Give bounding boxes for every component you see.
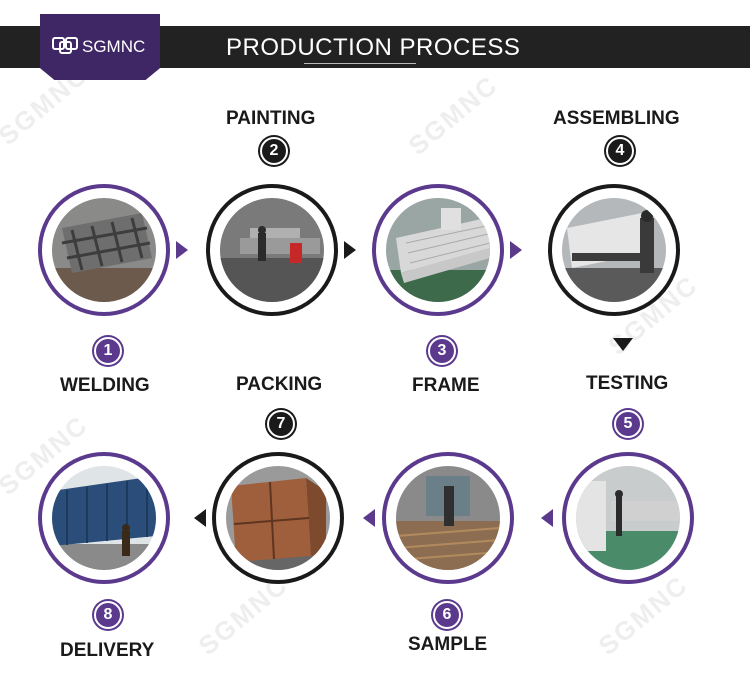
step-label-frame: FRAME bbox=[412, 375, 480, 396]
step-circle-frame bbox=[372, 184, 504, 316]
step-label-delivery: DELIVERY bbox=[60, 640, 155, 661]
packing-photo bbox=[226, 466, 330, 570]
welding-photo bbox=[52, 198, 156, 302]
step-number-badge: 1 bbox=[94, 337, 122, 365]
step-number-badge: 4 bbox=[606, 137, 634, 165]
step-label-sample: SAMPLE bbox=[408, 634, 488, 655]
logo-icon bbox=[52, 37, 78, 54]
step-circle-testing bbox=[562, 452, 694, 584]
step-number-badge: 6 bbox=[433, 601, 461, 629]
arrow-left-icon bbox=[194, 509, 206, 527]
sample-photo bbox=[396, 466, 500, 570]
step-circle-welding bbox=[38, 184, 170, 316]
step-number-badge: 8 bbox=[94, 601, 122, 629]
step-circle-assembling bbox=[548, 184, 680, 316]
step-label-assembling: ASSEMBLING bbox=[553, 108, 680, 129]
step-label-packing: PACKING bbox=[236, 374, 323, 395]
arrow-right-icon bbox=[510, 241, 522, 259]
watermark: SGMNC bbox=[402, 69, 504, 161]
watermark: SGMNC bbox=[592, 569, 694, 661]
step-label-welding: WELDING bbox=[60, 375, 150, 396]
step-label-painting: PAINTING bbox=[226, 108, 316, 129]
testing-photo bbox=[576, 466, 680, 570]
step-circle-painting bbox=[206, 184, 338, 316]
title-underline bbox=[304, 63, 416, 64]
step-number-badge: 2 bbox=[260, 137, 288, 165]
arrow-left-icon bbox=[541, 509, 553, 527]
arrow-right-icon bbox=[176, 241, 188, 259]
page-title: PRODUCTION PROCESS bbox=[226, 34, 521, 61]
arrow-right-icon bbox=[344, 241, 356, 259]
step-circle-delivery bbox=[38, 452, 170, 584]
step-number-badge: 7 bbox=[267, 410, 295, 438]
painting-photo bbox=[220, 198, 324, 302]
step-number-badge: 5 bbox=[614, 410, 642, 438]
frame-photo bbox=[386, 198, 490, 302]
step-circle-sample bbox=[382, 452, 514, 584]
step-label-testing: TESTING bbox=[586, 373, 669, 394]
assembling-photo bbox=[562, 198, 666, 302]
step-circle-packing bbox=[212, 452, 344, 584]
arrow-down-icon bbox=[613, 338, 633, 351]
arrow-left-icon bbox=[363, 509, 375, 527]
logo-text: SGMNC bbox=[82, 37, 146, 56]
step-number-badge: 3 bbox=[428, 337, 456, 365]
delivery-photo bbox=[52, 466, 156, 570]
